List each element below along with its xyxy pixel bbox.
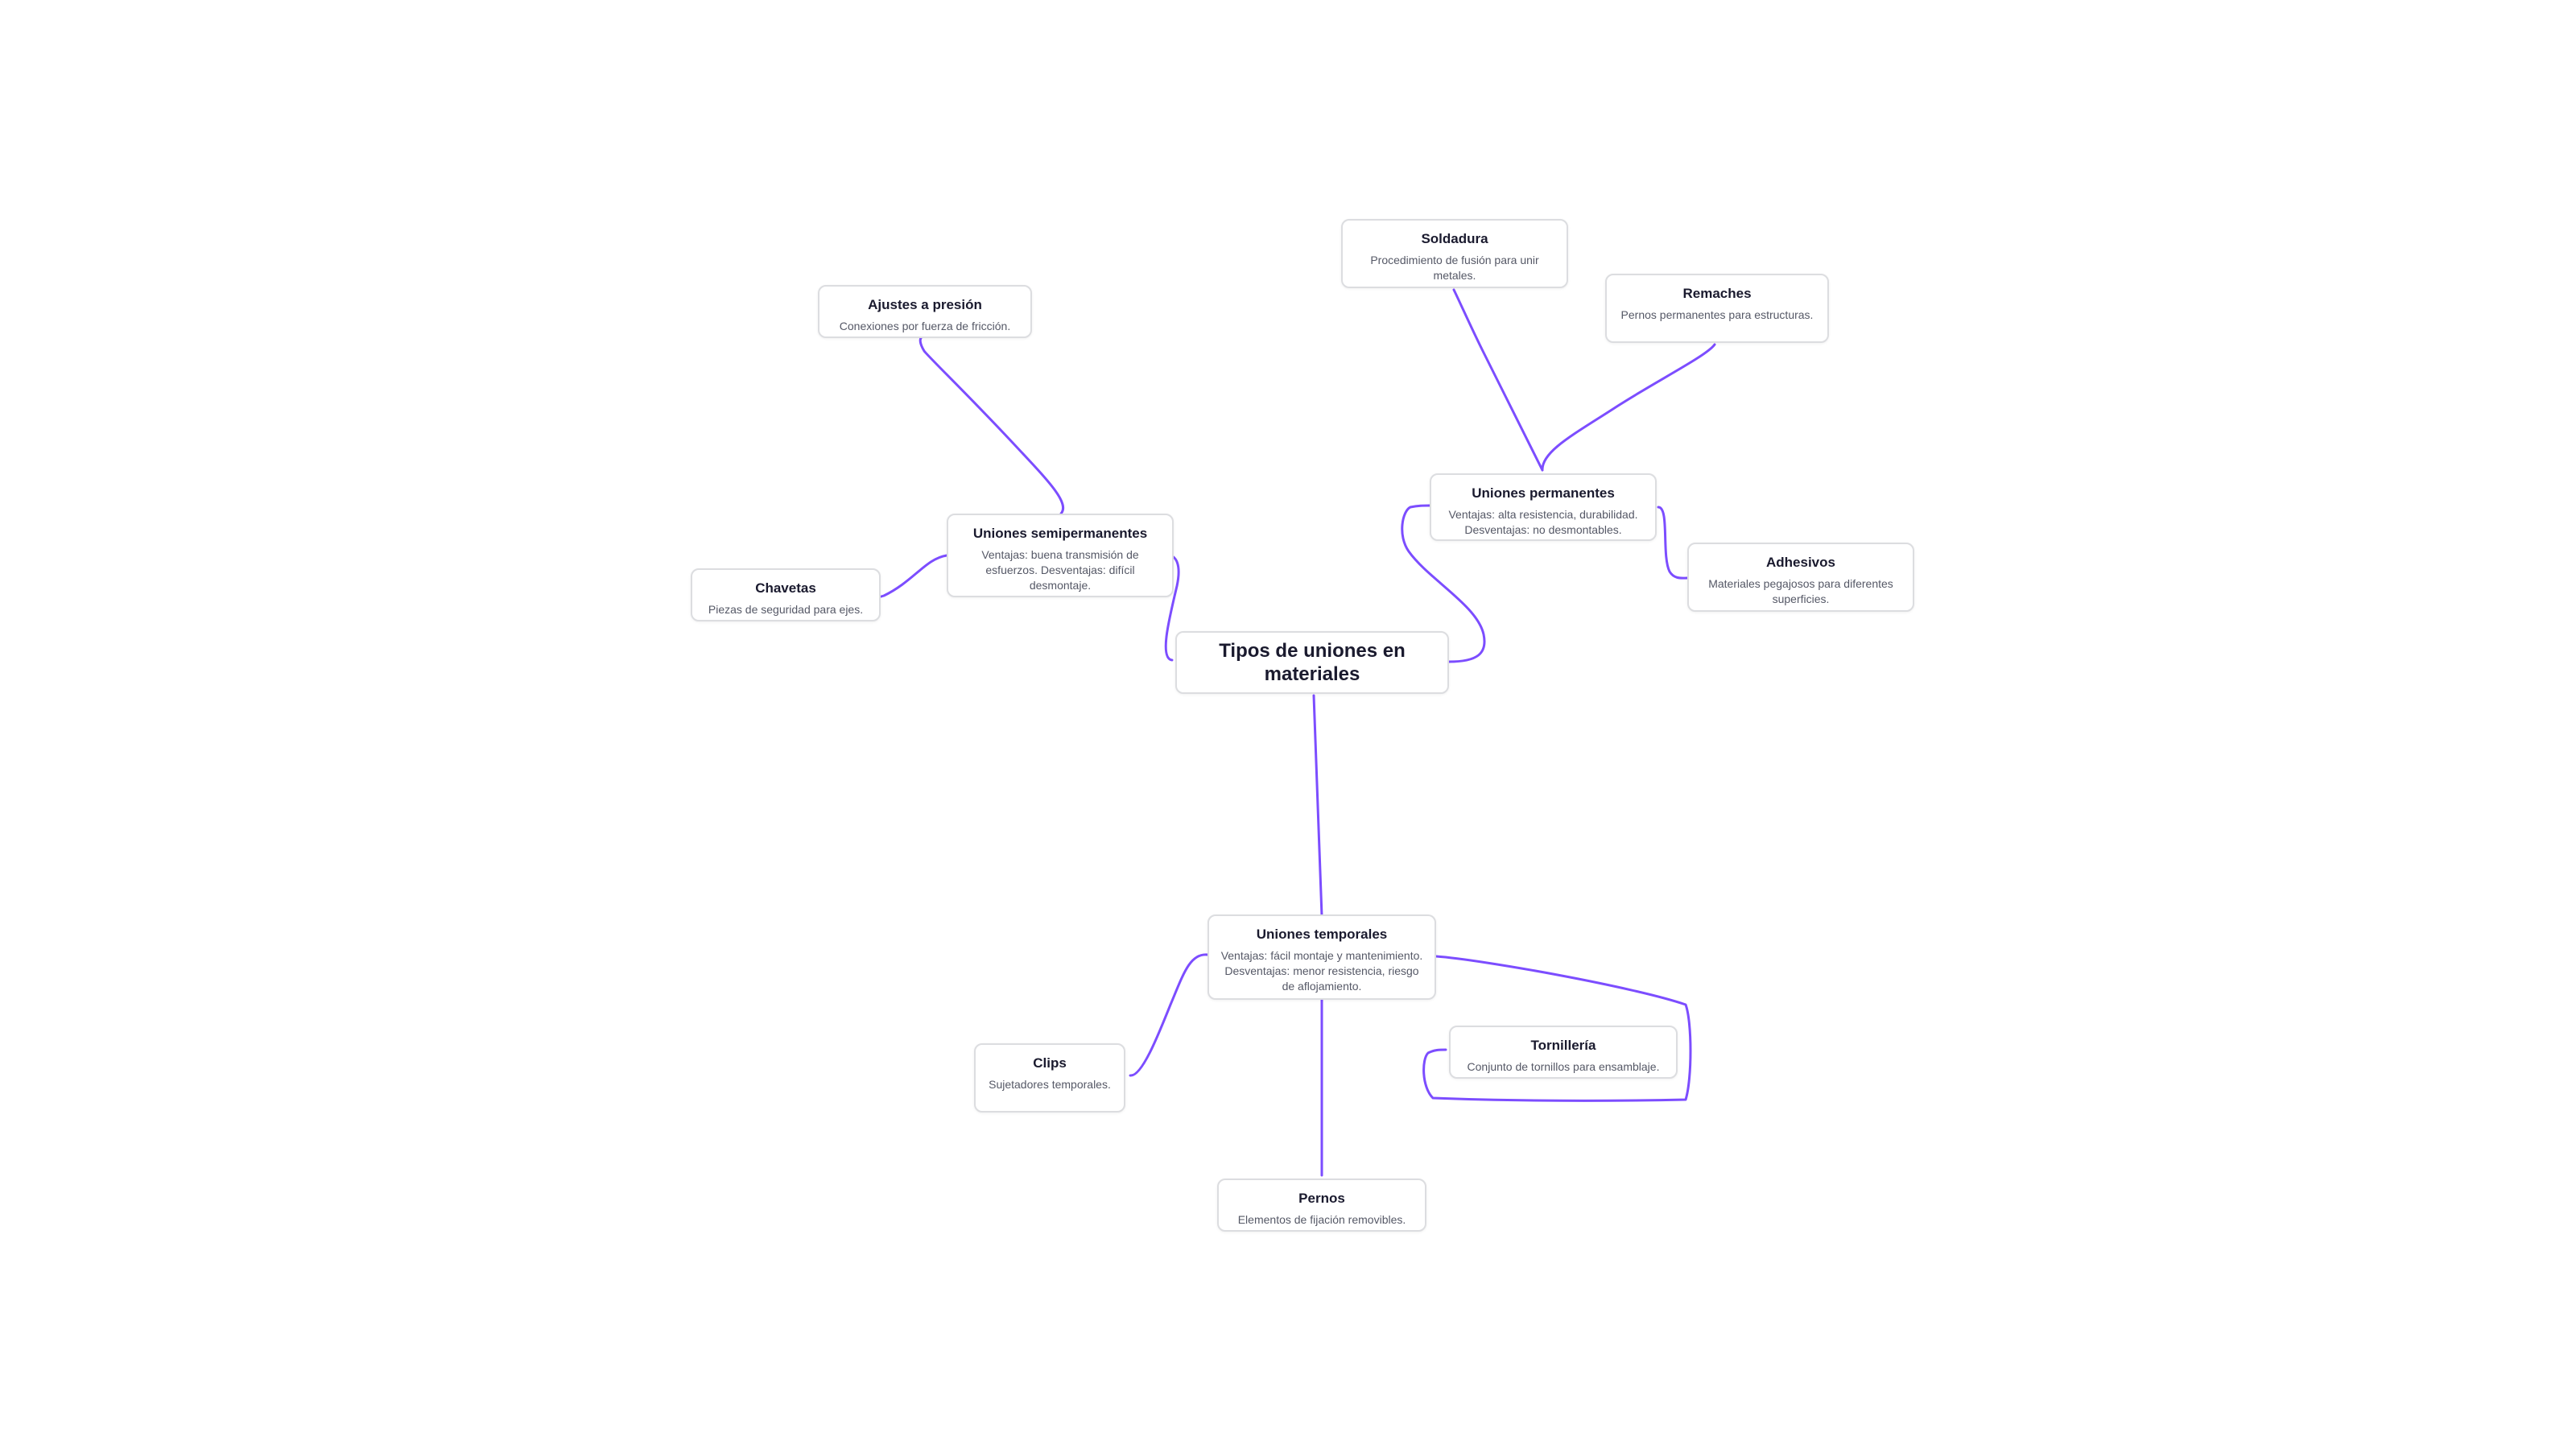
node-title: Tornillería bbox=[1530, 1038, 1596, 1053]
edge-root-temporales bbox=[1312, 694, 1323, 918]
node-description: Ventajas: buena transmisión de esfuerzos… bbox=[981, 548, 1139, 592]
node-description: Materiales pegajosos para diferentes sup… bbox=[1708, 577, 1893, 605]
node-clips[interactable]: Clips Sujetadores temporales. bbox=[974, 1043, 1125, 1113]
node-description: Piezas de seguridad para ejes. bbox=[708, 603, 864, 616]
edge-semipermanentes-chavetas bbox=[874, 554, 948, 599]
node-title: Pernos bbox=[1298, 1191, 1345, 1206]
node-title: Remaches bbox=[1682, 286, 1752, 301]
node-title: Clips bbox=[1033, 1055, 1067, 1071]
edge-permanentes-adhesivos bbox=[1657, 506, 1689, 580]
root-title: Tipos de uniones en materiales bbox=[1219, 640, 1406, 685]
node-uniones-semipermanentes[interactable]: Uniones semipermanentes Ventajas: buena … bbox=[947, 514, 1174, 597]
node-description: Conjunto de tornillos para ensamblaje. bbox=[1467, 1060, 1660, 1073]
node-description: Conexiones por fuerza de fricción. bbox=[839, 320, 1011, 332]
edge-semipermanentes-ajustes bbox=[919, 335, 1065, 515]
edge-permanentes-soldadura bbox=[1452, 288, 1544, 472]
node-title: Ajustes a presión bbox=[868, 297, 982, 312]
node-soldadura[interactable]: Soldadura Procedimiento de fusión para u… bbox=[1341, 219, 1568, 288]
node-description: Ventajas: fácil montaje y mantenimiento.… bbox=[1220, 949, 1423, 993]
node-tornilleria[interactable]: Tornillería Conjunto de tornillos para e… bbox=[1449, 1026, 1678, 1079]
node-remaches[interactable]: Remaches Pernos permanentes para estruct… bbox=[1605, 274, 1829, 343]
node-title: Soldadura bbox=[1421, 231, 1488, 246]
node-description: Procedimiento de fusión para unir metale… bbox=[1370, 254, 1539, 282]
node-description: Ventajas: alta resistencia, durabilidad.… bbox=[1448, 508, 1638, 536]
node-chavetas[interactable]: Chavetas Piezas de seguridad para ejes. bbox=[691, 568, 881, 621]
node-title: Uniones permanentes bbox=[1472, 485, 1615, 501]
node-title: Chavetas bbox=[755, 580, 816, 596]
node-title: Uniones temporales bbox=[1256, 927, 1388, 942]
edge-permanentes-remaches bbox=[1541, 343, 1716, 472]
node-description: Pernos permanentes para estructuras. bbox=[1620, 308, 1814, 321]
edge-temporales-clips bbox=[1129, 953, 1209, 1077]
node-ajustes-a-presion[interactable]: Ajustes a presión Conexiones por fuerza … bbox=[818, 285, 1032, 338]
node-uniones-temporales[interactable]: Uniones temporales Ventajas: fácil monta… bbox=[1208, 914, 1436, 1000]
node-description: Sujetadores temporales. bbox=[989, 1078, 1111, 1091]
node-description: Elementos de fijación removibles. bbox=[1237, 1213, 1406, 1226]
root-node[interactable]: Tipos de uniones en materiales bbox=[1175, 631, 1449, 694]
node-title: Uniones semipermanentes bbox=[972, 526, 1148, 541]
node-pernos[interactable]: Pernos Elementos de fijación removibles. bbox=[1217, 1179, 1426, 1232]
node-adhesivos[interactable]: Adhesivos Materiales pegajosos para dife… bbox=[1687, 543, 1914, 612]
node-uniones-permanentes[interactable]: Uniones permanentes Ventajas: alta resis… bbox=[1430, 473, 1657, 541]
node-title: Adhesivos bbox=[1766, 555, 1835, 570]
